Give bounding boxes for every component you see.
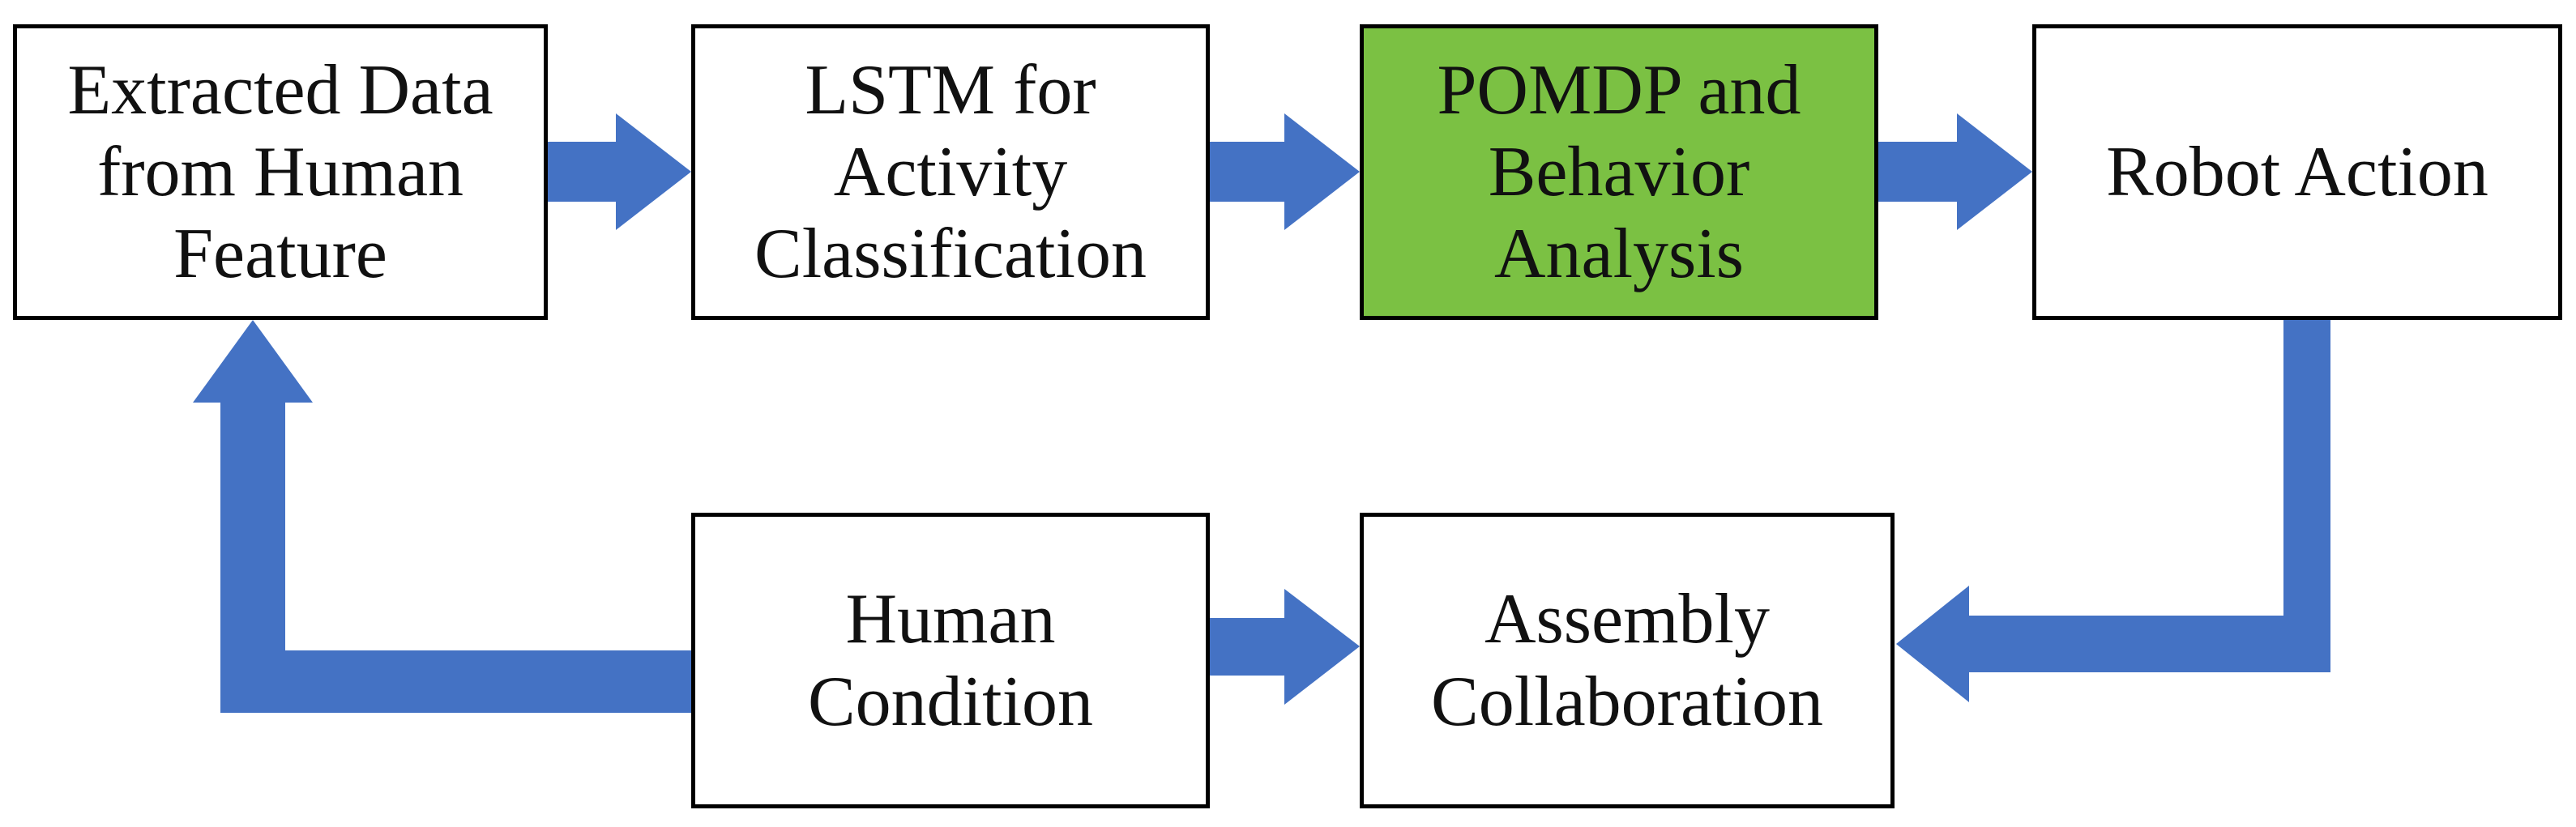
node-label-pomdp-behavior-analysis: POMDP and Behavior Analysis xyxy=(1437,50,1801,294)
node-lstm-classification: LSTM for Activity Classification xyxy=(691,24,1210,320)
arrow-human-to-assembly xyxy=(1210,589,1360,705)
node-human-condition: Human Condition xyxy=(691,513,1210,808)
arrow-extracted-to-lstm xyxy=(548,113,691,230)
node-pomdp-behavior-analysis: POMDP and Behavior Analysis xyxy=(1360,24,1878,320)
arrow-robot-to-assembly xyxy=(1896,320,2330,702)
node-assembly-collaboration: Assembly Collaboration xyxy=(1360,513,1895,808)
node-label-robot-action: Robot Action xyxy=(2106,132,2488,211)
node-label-lstm-classification: LSTM for Activity Classification xyxy=(754,50,1147,294)
arrow-pomdp-to-robot xyxy=(1878,113,2032,230)
node-label-extracted-data: Extracted Data from Human Feature xyxy=(67,50,493,294)
node-extracted-data: Extracted Data from Human Feature xyxy=(13,24,548,320)
arrow-human-to-extracted xyxy=(193,320,691,713)
node-label-human-condition: Human Condition xyxy=(807,580,1094,741)
arrow-lstm-to-pomdp xyxy=(1210,113,1360,230)
node-label-assembly-collaboration: Assembly Collaboration xyxy=(1431,580,1823,741)
node-robot-action: Robot Action xyxy=(2032,24,2562,320)
